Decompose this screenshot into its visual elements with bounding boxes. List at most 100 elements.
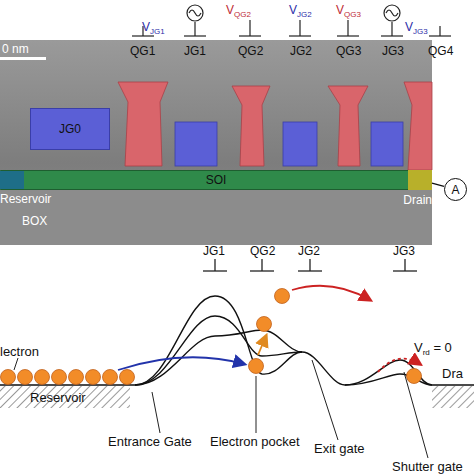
electrons	[257, 317, 272, 332]
gate-name: JG1	[203, 244, 225, 258]
gate-name: QG3	[336, 44, 361, 58]
soi-band: SOI	[0, 170, 432, 190]
voltage-label: VJG3	[405, 20, 428, 34]
sem-image	[0, 40, 432, 245]
transfer-arrows	[292, 286, 370, 300]
electrons	[69, 370, 84, 385]
sem-image	[0, 40, 432, 245]
node-text: SOI	[206, 173, 227, 187]
sem-image	[0, 57, 46, 60]
gate-name: QG1	[130, 44, 155, 58]
node-text: Reservoir	[0, 192, 51, 206]
junction-gates	[283, 122, 317, 166]
node-text: A	[451, 183, 459, 197]
gate-symbols	[393, 270, 417, 271]
voltage-label: VJG1	[142, 20, 165, 34]
transfer-arrows	[118, 286, 420, 372]
gate-name: QG2	[238, 44, 263, 58]
gate-electrodes	[232, 86, 270, 166]
subscript: QG3	[344, 10, 361, 19]
leader-lines	[404, 372, 428, 458]
electrodes-hatch	[0, 386, 474, 408]
gate-wiring	[381, 35, 403, 36]
voltage-label: VQG3	[336, 3, 361, 17]
gate-wiring	[391, 22, 392, 36]
gate-symbols	[261, 259, 262, 271]
gate-name: JG1	[184, 44, 206, 58]
gate-symbols	[250, 270, 274, 271]
potential-profile	[0, 296, 474, 385]
gate-wiring	[239, 35, 261, 36]
leader-lines	[14, 358, 18, 370]
transfer-arrows	[258, 336, 266, 355]
reservoir-block: Reservoir	[0, 171, 24, 189]
sem-image	[0, 190, 432, 245]
gate-wiring	[337, 35, 359, 36]
junction-gates	[175, 122, 403, 166]
subscript: JG3	[413, 27, 428, 36]
gate-wiring	[347, 20, 348, 36]
electrodes-hatch	[432, 386, 474, 408]
gate-symbols	[203, 270, 227, 271]
transfer-arrows	[118, 357, 244, 370]
gate-wiring	[289, 35, 311, 36]
gate-electrodes	[328, 86, 368, 166]
gate-wiring	[184, 35, 206, 36]
potential-profile	[0, 296, 474, 385]
gate-wiring	[299, 20, 300, 36]
junction-gates	[371, 122, 403, 166]
gate-wiring	[384, 5, 400, 21]
gate-name: JG2	[298, 244, 320, 258]
wire	[432, 183, 444, 186]
leader-lines	[256, 376, 257, 433]
gate-symbols	[309, 259, 310, 271]
gate-name: QG2	[250, 244, 275, 258]
electrons	[275, 289, 290, 304]
electrons	[120, 370, 135, 385]
electrons	[52, 370, 67, 385]
gate-symbols	[203, 259, 417, 271]
electrons	[1, 370, 16, 385]
subscript: JG2	[297, 10, 312, 19]
node-text: Drain	[403, 193, 432, 207]
potential-profile	[135, 316, 302, 385]
callout-label: Shutter gate	[392, 459, 463, 474]
gate-name: JG3	[382, 44, 404, 58]
subscript: JG1	[150, 27, 165, 36]
subscript: QG2	[234, 10, 251, 19]
gate-wiring	[439, 26, 440, 36]
gate-wiring	[429, 35, 451, 36]
gate-wiring	[386, 10, 398, 16]
region-label: Dra	[442, 366, 463, 381]
voltage-label: VQG2	[226, 3, 251, 17]
region-label: Reservoir	[30, 390, 86, 405]
scale-bar-label: 0 nm	[2, 42, 29, 56]
callout-label: Exit gate	[314, 441, 365, 456]
gate-wiring	[187, 5, 203, 21]
potential-profile	[135, 330, 302, 385]
gate-symbols	[298, 270, 322, 271]
electrons	[1, 289, 422, 385]
gate-symbols	[214, 259, 215, 271]
transfer-arrows	[378, 359, 420, 372]
callout-label: Entrance Gate	[108, 434, 192, 449]
leader-lines	[14, 358, 428, 458]
gate-electrodes	[118, 82, 168, 166]
electrons	[35, 370, 50, 385]
electrodes-hatch	[0, 386, 130, 408]
leader-lines	[312, 360, 338, 440]
gate-wiring	[249, 20, 250, 36]
electrons	[103, 370, 118, 385]
callout-label: Electron pocket	[210, 434, 300, 449]
gate-electrodes	[118, 82, 432, 170]
gate-electrodes	[404, 82, 432, 170]
gate-wiring	[194, 22, 195, 36]
electrons	[18, 370, 33, 385]
gate-box: JG0	[30, 108, 110, 150]
leader-lines	[152, 392, 160, 433]
gate-name: JG3	[393, 244, 415, 258]
electrons	[86, 370, 101, 385]
gate-name: JG2	[290, 44, 312, 58]
gate-wiring	[189, 10, 201, 16]
